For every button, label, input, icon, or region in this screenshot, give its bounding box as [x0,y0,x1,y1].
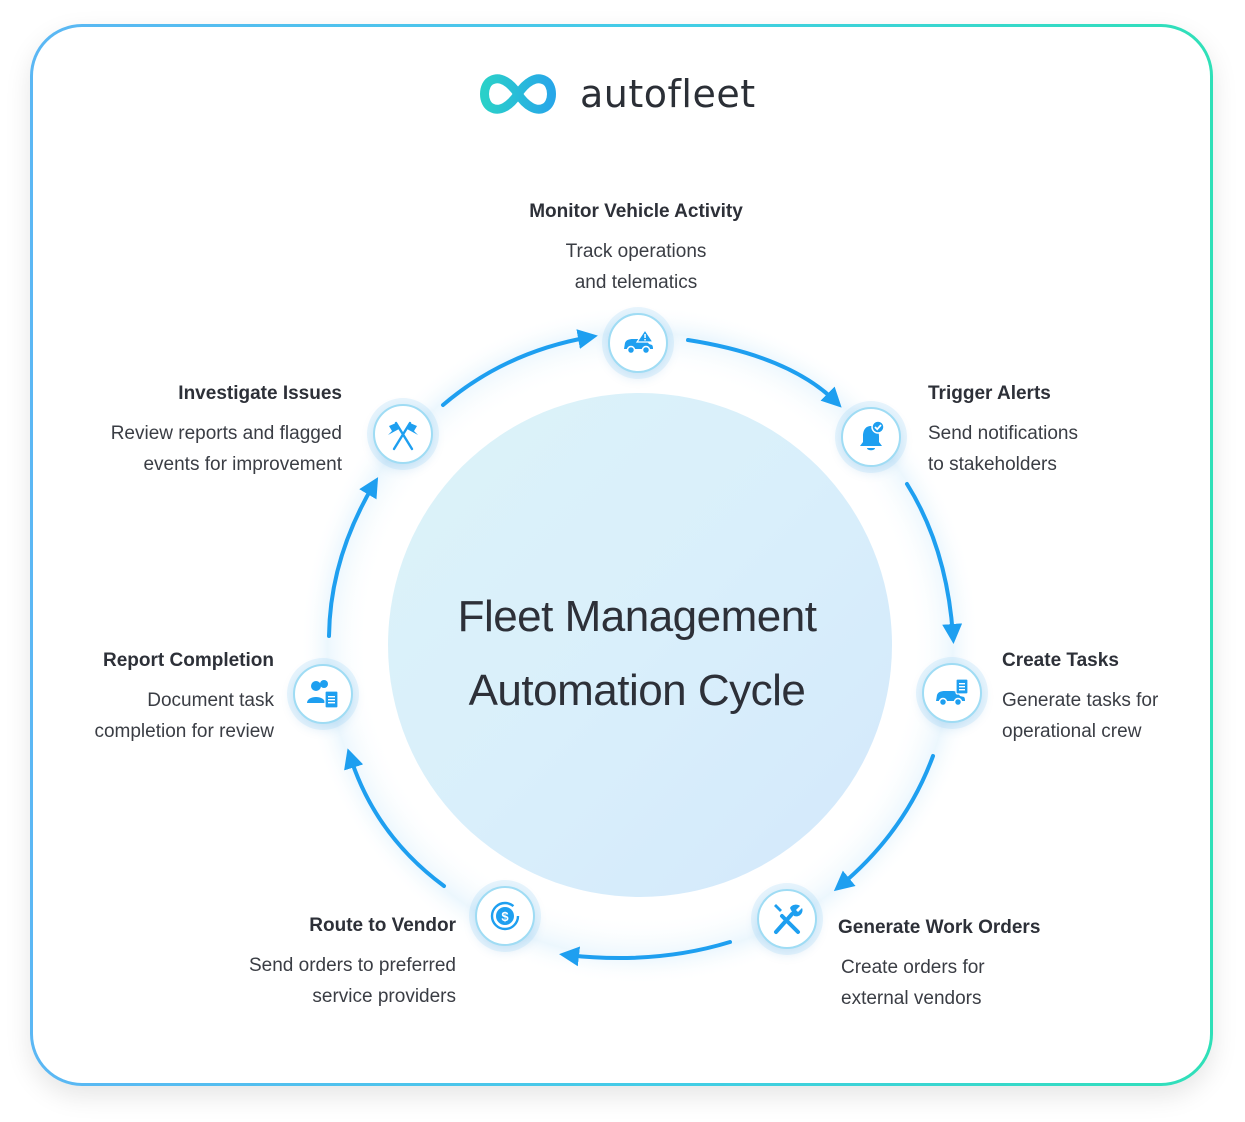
step-title: Route to Vendor [309,915,456,936]
cycle-arrow-7 [441,329,598,407]
step-node-monitor-vehicle-activity [608,313,668,373]
step-description: Send orders to preferred service provider… [196,950,456,1012]
step-node-route-to-vendor: $ [475,886,535,946]
step-title: Report Completion [103,650,274,671]
step-description-line-2: and telematics [574,272,698,293]
center-circle [388,393,892,897]
cycle-title-line-1: Fleet Management [457,592,817,641]
car-clipboard-icon [936,678,969,707]
step-description-line-2: events for improvement [143,454,342,475]
step-description: Track operations and telematics [486,236,786,298]
step-description: Document task completion for review [54,685,274,747]
step-title: Create Tasks [1002,650,1119,671]
cycle-title-line-2: Automation Cycle [468,666,806,715]
step-label-generate-work-orders: Generate Work Orders Create orders for ex… [838,916,1098,1014]
step-description-line-2: external vendors [841,988,982,1009]
wrench-screwdriver-icon [774,904,803,934]
step-description-line-1: Track operations [565,241,707,262]
step-node-generate-work-orders [757,889,817,949]
svg-text:$: $ [501,909,509,924]
step-label-monitor-vehicle-activity: Monitor Vehicle Activity Track operation… [486,200,786,298]
step-description: Create orders for external vendors [841,952,1098,1014]
step-title: Investigate Issues [178,383,342,404]
step-description: Send notifications to stakeholders [928,418,1148,480]
cycle-arrow-5 [344,748,446,888]
step-description: Review reports and flagged events for imp… [62,418,342,480]
cycle-arrow-1 [686,338,842,408]
step-description-line-1: Create orders for [841,957,985,978]
step-description-line-2: completion for review [94,721,274,742]
cycle-title: Fleet Management Automation Cycle [392,580,882,728]
cycle-arrow-6 [327,477,379,638]
step-label-report-completion: Report Completion Document task completio… [54,649,274,747]
car-warning-icon [624,329,655,355]
step-title: Generate Work Orders [838,917,1041,938]
step-description-line-2: service providers [312,986,456,1007]
users-report-icon [307,680,339,709]
infinity-loop-logo-icon [480,74,556,114]
step-description-line-1: Review reports and flagged [110,423,342,444]
step-description-line-2: operational crew [1002,721,1142,742]
brand-header: autofleet [476,68,756,120]
step-label-route-to-vendor: Route to Vendor Send orders to preferred… [196,914,456,1012]
step-node-investigate-issues [373,404,433,464]
cycle-arrow-2 [905,482,963,644]
step-label-create-tasks: Create Tasks Generate tasks for operation… [1002,649,1202,747]
step-node-create-tasks [922,663,982,723]
step-description-line-2: to stakeholders [928,454,1057,475]
step-label-trigger-alerts: Trigger Alerts Send notifications to stak… [928,382,1148,480]
cycle-arrow-3 [833,754,935,892]
step-title: Trigger Alerts [928,383,1051,404]
step-label-investigate-issues: Investigate Issues Review reports and fl… [62,382,342,480]
step-description-line-1: Document task [147,690,274,711]
crossed-flags-icon [388,421,418,451]
bell-check-icon [860,420,885,451]
dollar-cycle-icon: $ [490,901,520,931]
step-description-line-1: Generate tasks for [1002,690,1159,711]
cycle-arrow-4 [559,940,732,967]
step-node-report-completion [293,664,353,724]
step-title: Monitor Vehicle Activity [529,201,743,222]
step-description-line-1: Send notifications [928,423,1078,444]
brand-name: autofleet [580,72,756,116]
step-description-line-1: Send orders to preferred [248,955,456,976]
step-description: Generate tasks for operational crew [1002,685,1202,747]
step-node-trigger-alerts [841,407,901,467]
